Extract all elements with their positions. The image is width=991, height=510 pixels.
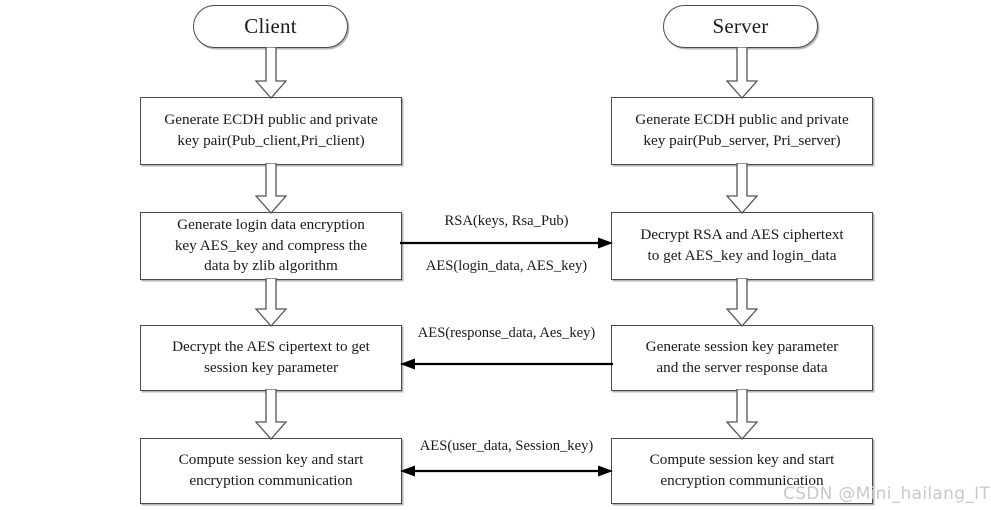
block-arrow-client-3-to-4	[255, 389, 287, 440]
process-box-server-4-line2: encryption communication	[660, 472, 824, 489]
message-arrow-3	[400, 464, 613, 478]
message-3-label-above-text: AES(user_data, Session_key)	[419, 438, 594, 454]
terminator-client: Client	[193, 5, 348, 48]
process-box-client-4-line1: Compute session key and start	[178, 451, 364, 469]
process-box-client-3-line2: session key parameter	[203, 359, 339, 376]
message-arrow-1	[400, 236, 613, 250]
message-1-label-above-text: RSA(keys, Rsa_Pub)	[444, 213, 569, 229]
message-arrow-2	[400, 357, 613, 371]
process-box-client-1: Generate ECDH public and private key pai…	[140, 97, 402, 165]
terminator-client-label: Client	[244, 14, 297, 38]
process-box-server-1: Generate ECDH public and private key pai…	[611, 97, 873, 165]
process-box-server-3: Generate session key parameter and the s…	[611, 325, 873, 391]
block-arrow-client-2-to-3	[255, 278, 287, 327]
process-box-client-2-line1: Generate login data encryption	[177, 216, 365, 233]
process-box-server-2: Decrypt RSA and AES ciphertext to get AE…	[611, 212, 873, 280]
message-1-label-below-text: AES(login_data, AES_key)	[425, 258, 588, 274]
process-box-server-3-line1: Generate session key parameter	[645, 338, 839, 356]
process-box-client-2-line3: data by zlib algorithm	[204, 257, 338, 275]
block-arrow-server-1-to-2	[726, 163, 758, 214]
block-arrow-client-1-to-2	[255, 163, 287, 214]
process-box-server-2-line1: Decrypt RSA and AES ciphertext	[640, 226, 844, 244]
block-arrow-server-2-to-3	[726, 278, 758, 327]
message-1-label-above: RSA(keys, Rsa_Pub)	[402, 213, 611, 230]
process-box-client-2-line2: key AES_key and compress the	[174, 236, 368, 254]
process-box-client-1-line1: Generate ECDH public and private	[164, 111, 378, 129]
message-2-label-above: AES(response_data, Aes_key)	[402, 325, 611, 342]
process-box-server-4-line1: Compute session key and start	[649, 451, 835, 469]
process-box-server-4: Compute session key and start encryption…	[611, 438, 873, 504]
block-arrow-server-3-to-4	[726, 389, 758, 440]
process-box-client-4-line2: encryption communication	[189, 472, 353, 489]
block-arrow-server-terminator-to-1	[726, 47, 758, 99]
terminator-server-label: Server	[712, 14, 769, 38]
message-1-label-below: AES(login_data, AES_key)	[402, 258, 611, 275]
process-box-server-1-line1: Generate ECDH public and private	[635, 111, 849, 129]
process-box-server-1-line2: key pair(Pub_server, Pri_server)	[643, 132, 841, 149]
process-box-client-2: Generate login data encryption key AES_k…	[140, 212, 402, 280]
terminator-server: Server	[663, 5, 818, 48]
process-box-client-4: Compute session key and start encryption…	[140, 438, 402, 504]
process-box-client-3: Decrypt the AES cipertext to get session…	[140, 325, 402, 391]
process-box-server-3-line2: and the server response data	[656, 359, 828, 376]
process-box-client-3-line1: Decrypt the AES cipertext to get	[172, 338, 370, 356]
message-3-label-above: AES(user_data, Session_key)	[402, 438, 611, 455]
block-arrow-client-terminator-to-1	[255, 47, 287, 99]
message-2-label-above-text: AES(response_data, Aes_key)	[417, 325, 596, 341]
process-box-client-1-line2: key pair(Pub_client,Pri_client)	[177, 132, 365, 149]
process-box-server-2-line2: to get AES_key and login_data	[647, 247, 837, 264]
